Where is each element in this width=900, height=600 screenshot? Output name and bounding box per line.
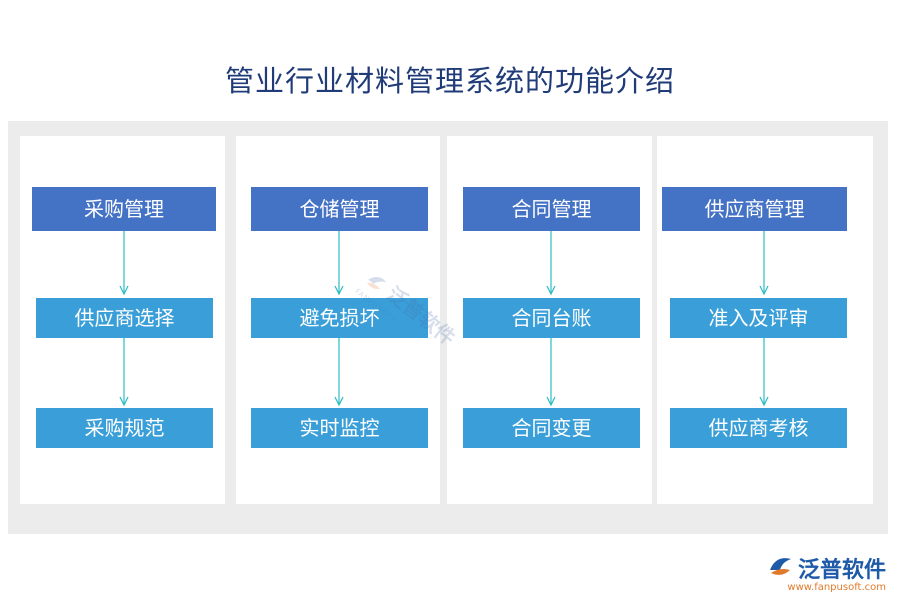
watermark-logo-icon [359, 266, 392, 300]
node-supplier-selection: 供应商选择 [36, 298, 213, 338]
watermark: 泛普软件 FANPUSOFT [354, 262, 463, 359]
node-supplier-assessment: 供应商考核 [670, 408, 847, 448]
brand-logo-icon [768, 554, 794, 582]
arrow-down-icon [759, 231, 769, 296]
brand-name: 泛普软件 [797, 558, 886, 583]
arrow-down-icon [334, 231, 344, 296]
arrow-down-icon [119, 231, 129, 296]
arrow-down-icon [546, 231, 556, 296]
node-avoid-damage: 避免损坏 [251, 298, 428, 338]
node-contract-change: 合同变更 [463, 408, 640, 448]
brand-url: www.fanpusoft.com [787, 582, 886, 593]
arrow-down-icon [546, 338, 556, 407]
node-procurement-management: 采购管理 [32, 187, 216, 231]
node-storage-management: 仓储管理 [251, 187, 428, 231]
node-admission-review: 准入及评审 [670, 298, 847, 338]
node-contract-management: 合同管理 [463, 187, 640, 231]
node-realtime-monitoring: 实时监控 [251, 408, 428, 448]
node-procurement-spec: 采购规范 [36, 408, 213, 448]
arrow-down-icon [759, 338, 769, 407]
page-title: 管业行业材料管理系统的功能介绍 [224, 64, 675, 98]
node-supplier-management: 供应商管理 [662, 187, 847, 231]
brand-logo: 泛普软件 www.fanpusoft.com [768, 552, 886, 593]
node-contract-ledger: 合同台账 [463, 298, 640, 338]
arrow-down-icon [119, 338, 129, 407]
arrow-down-icon [334, 338, 344, 407]
